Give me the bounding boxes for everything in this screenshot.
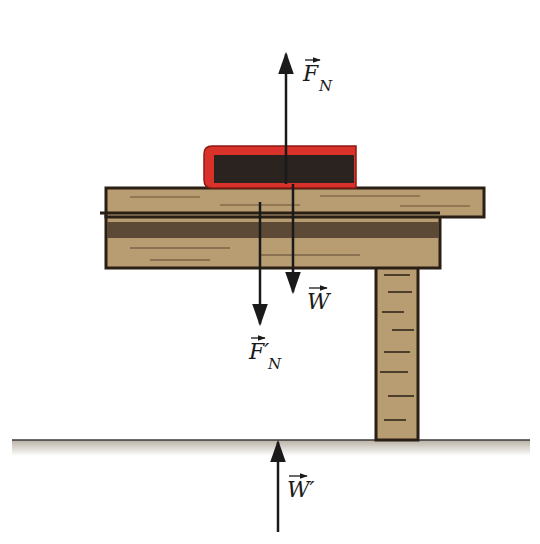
subscript: N [319, 79, 332, 94]
force-symbol: F′ [249, 341, 269, 363]
vector-overarrows [251, 60, 327, 476]
table-top-edge [100, 212, 440, 215]
apron-grain [130, 248, 360, 260]
weight-arrow [292, 184, 295, 292]
apron-shadow-band [107, 222, 439, 238]
floor-shadow [12, 440, 530, 456]
table-leg [376, 262, 418, 440]
table-apron [106, 216, 440, 268]
leg-grain [380, 275, 414, 420]
reaction-weight-arrow [277, 442, 280, 532]
force-symbol: W [307, 291, 330, 313]
force-symbol: F [303, 63, 318, 85]
normal-force-arrow [285, 54, 288, 184]
floor-line [12, 439, 530, 441]
subscript: N [268, 357, 281, 372]
book-pages [214, 155, 354, 183]
force-symbol: W′ [287, 479, 315, 501]
top-grain [130, 196, 470, 206]
reaction-normal-arrow [259, 202, 262, 324]
book-cover [204, 146, 356, 188]
